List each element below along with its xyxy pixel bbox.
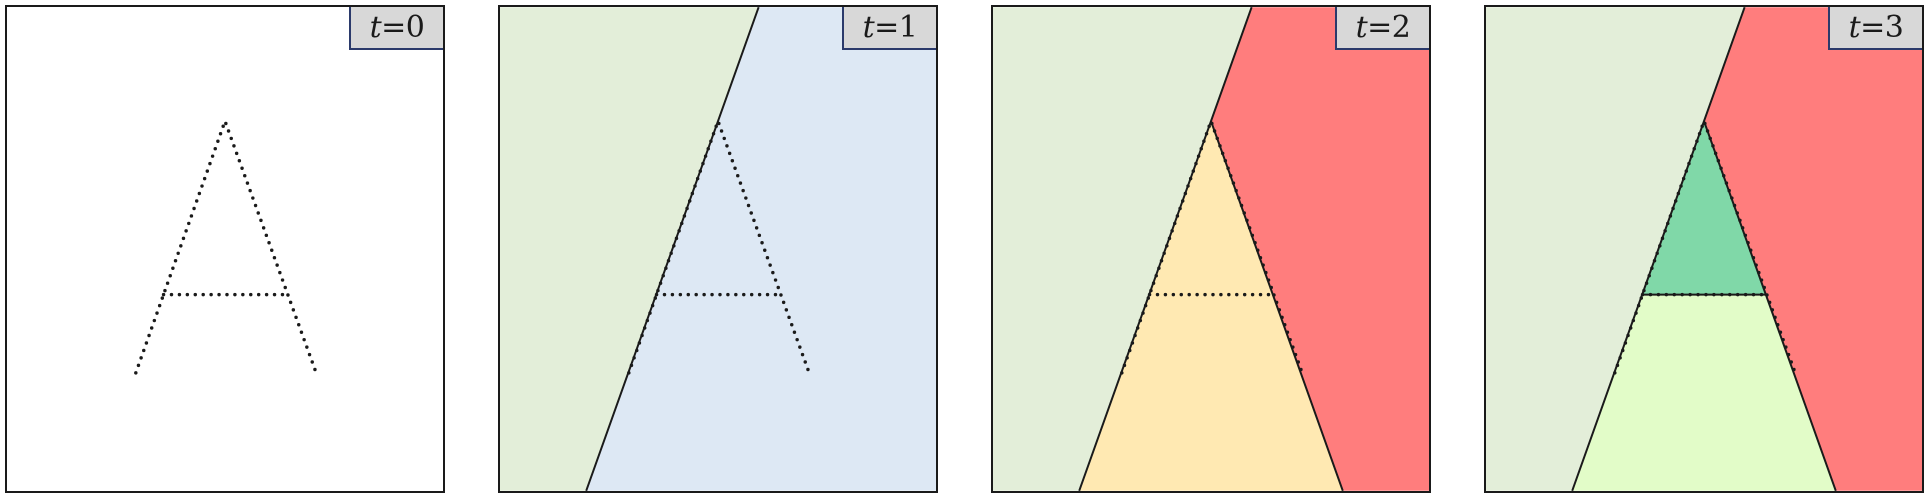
time-var: t: [1355, 10, 1368, 45]
letter-a-legs: [134, 116, 318, 375]
time-var: t: [1848, 10, 1861, 45]
time-label-t3: t=3: [1828, 7, 1922, 50]
letter-a-dotted-outline: [1120, 116, 1304, 375]
time-value: 2: [1391, 10, 1411, 45]
letter-a-dotted-outline: [134, 116, 318, 375]
letter-a-legs: [1120, 116, 1304, 375]
boundary-line-left: [1571, 7, 1746, 491]
boundary-line-left: [1078, 7, 1253, 491]
panel-t0-canvas: [134, 116, 318, 375]
letter-a-dotted-outline: [627, 116, 811, 375]
panel-t3-canvas: [1486, 7, 1922, 491]
region-outside-right: [1704, 7, 1922, 491]
panel-t1-canvas: [500, 7, 936, 491]
region-left: [1486, 7, 1745, 491]
letter-a-legs: [627, 116, 811, 375]
region-interior: [1079, 121, 1343, 491]
panel-t2-canvas: [993, 7, 1429, 491]
time-value: 1: [898, 10, 918, 45]
panel-t2: t=2: [991, 5, 1431, 493]
panel-t1: t=1: [498, 5, 938, 493]
time-label-t0: t=0: [349, 7, 443, 50]
time-var: t: [862, 10, 875, 45]
panel-t3: t=3: [1484, 5, 1924, 493]
region-outside-right: [1211, 7, 1429, 491]
region-left: [500, 7, 759, 491]
time-eq: =: [1367, 10, 1392, 45]
time-eq: =: [1860, 10, 1885, 45]
panel-t0: t=0: [5, 5, 445, 493]
time-label-t2: t=2: [1335, 7, 1429, 50]
time-var: t: [369, 10, 382, 45]
region-interior-lower: [1572, 294, 1836, 491]
time-eq: =: [874, 10, 899, 45]
region-apex-triangle: [1642, 121, 1767, 295]
boundary-line: [585, 7, 760, 491]
letter-a-legs: [1613, 116, 1797, 375]
time-label-t1: t=1: [842, 7, 936, 50]
time-eq: =: [381, 10, 406, 45]
letter-a-dotted-outline: [1613, 116, 1797, 375]
time-value: 3: [1884, 10, 1904, 45]
region-left: [993, 7, 1252, 491]
time-value: 0: [405, 10, 425, 45]
region-right: [586, 7, 936, 491]
